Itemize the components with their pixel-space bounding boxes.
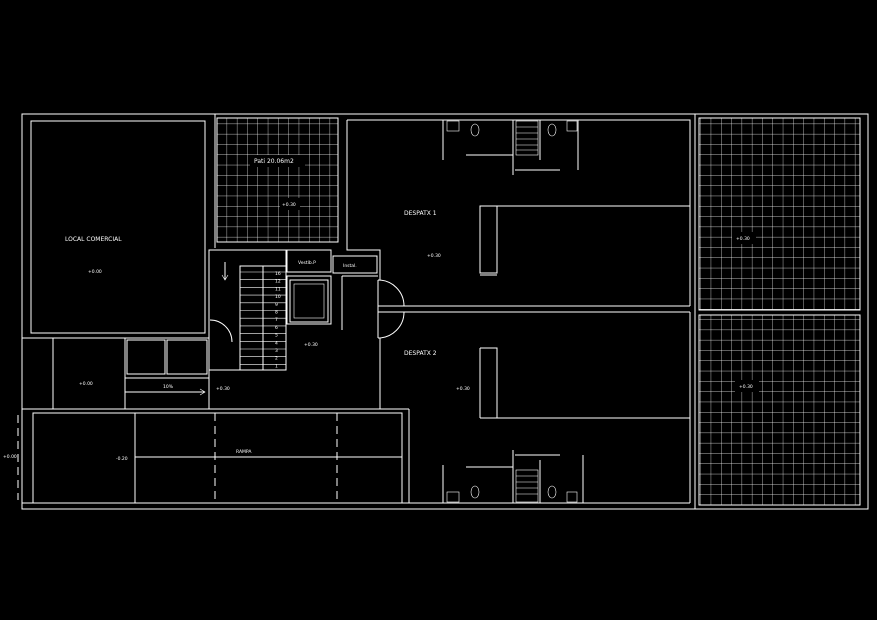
pati-level: +0.30 [282,202,296,208]
stair-step-number: 11 [275,286,281,292]
entrance-area [22,337,409,410]
stair-step-number: 16 [275,271,281,277]
right-bottom-level: +0.30 [739,384,753,390]
stair-step-number: 6 [275,325,278,331]
installacions-label: Instal. [343,263,357,269]
right-terrace-top [698,117,861,311]
stair-step-number: 8 [275,310,278,316]
outer-walls [21,113,869,510]
despatx-1-level: +0.30 [427,253,441,259]
rampa-area [17,412,409,504]
local-comercial-level: +0.00 [88,269,102,275]
despatx-1-room [346,119,691,313]
despatx-2-room [379,312,691,504]
stair-step-number: 12 [275,279,281,285]
street-level: +0.00 [3,454,17,460]
elevator-block [286,249,378,330]
local-comercial-label: LOCAL COMERCIAL [65,236,122,243]
stair-landing-level: +0.30 [216,386,230,392]
despatx-2-level: +0.30 [456,386,470,392]
rampa-label: RAMPA [236,449,252,455]
stair-step-number: 9 [275,302,278,308]
rampa-level: -0.20 [116,456,128,462]
lobby-level: +0.30 [304,342,318,348]
right-top-level: +0.30 [736,236,750,242]
right-terrace-bottom [698,314,861,506]
local-comercial-room [30,114,216,334]
stair-step-number: 2 [275,356,278,362]
pati-label: Pati 20.06m2 [254,158,294,165]
despatx-1-label: DESPATX 1 [404,210,437,217]
stair-step-number: 1 [275,363,278,369]
stair-step-number: 3 [275,348,278,354]
stair-step-number: 7 [275,317,278,323]
pati-courtyard [216,117,339,243]
stair-step-number: 10 [275,294,281,300]
stair-step-number: 5 [275,333,278,339]
vestibul-label: Vestíb.P [298,259,316,266]
central-doors [377,279,405,339]
stair-block [208,249,287,371]
entrance-level: +0.00 [79,381,93,387]
stair-step-number: 4 [275,340,278,346]
ramp-percent-label: 10% [163,384,174,390]
despatx-2-label: DESPATX 2 [404,350,437,357]
